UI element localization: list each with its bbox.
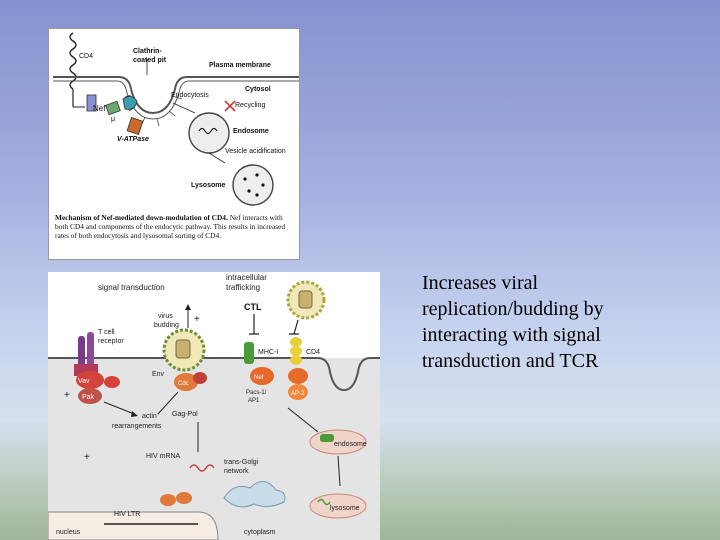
plasma-membrane-line [53,76,299,115]
cd4-protein [290,337,302,365]
caption-title: Mechanism of Nef-mediated down-modulatio… [55,213,228,222]
nef-protein-2 [174,373,198,391]
mhc1-label: MHC-I [258,349,278,356]
lysosome-label: lysosome [330,505,360,512]
nef-cd4-diagram-panel: CD4 Clathrin- coated pit Plasma membrane… [48,28,300,260]
signal-transduction-label: signal transduction [98,283,165,292]
ctl-label: CTL [244,302,262,312]
nef-cd4-diagram: CD4 Clathrin- coated pit Plasma membrane… [53,32,299,206]
cd4-label: CD4 [306,349,320,356]
vesicle-acidification-label: Vesicle acidification [225,148,286,155]
ap1-label: AP1 [248,398,260,404]
recycling-blocked-icon [224,100,236,112]
gag-pol-label: Gag-Pol [172,411,198,418]
pak-protein [78,388,102,404]
nef-signaling-diagram: signal transduction intracellular traffi… [48,273,380,540]
lysosome-particles [243,173,265,197]
ap2-protein [288,384,308,400]
trafficking-label: trafficking [226,283,260,292]
lysosome-circle [232,164,274,206]
endosome-label: Endosome [233,128,269,135]
pak-label: Pak [82,394,95,401]
ap2-nef-protein [288,368,308,384]
endocytosis-label: Endocytosis [171,92,209,99]
vatpase-label: V-ATPase [117,136,149,143]
budding-label: budding [154,322,179,329]
cdc-label: Cdc [178,381,189,387]
t-cell-label: T cell [98,329,115,336]
cd4-tail-box [86,94,97,112]
nucleus-label: nucleus [56,529,81,536]
receptor-label: receptor [98,338,124,345]
nef-signaling-diagram-panel: signal transduction intracellular traffi… [48,272,380,540]
hiv-ltr-label: HIV LTR [114,511,140,518]
nef-protein-1 [104,376,120,388]
nef-protein [105,100,121,116]
t-cell-receptor [74,332,98,376]
intracellular-label: intracellular [226,273,267,282]
rearrangements-label: rearrangements [112,423,162,430]
hiv-mrna-label: HIV mRNA [146,453,181,460]
figure-caption: Mechanism of Nef-mediated down-modulatio… [55,213,297,241]
trans-golgi-label: trans-Golgi [224,459,259,466]
pacs-protein [250,367,274,385]
clathrin-label: Clathrin- coated pit [133,48,167,64]
plasma-membrane-label: Plasma membrane [209,62,271,69]
cd4-coil [69,32,77,90]
lysosome [309,493,367,519]
trans-golgi-network [223,481,286,508]
nef-label-1: Nef [254,375,264,381]
cell-membrane [48,357,380,392]
clathrin-label-text: Clathrin- [133,48,162,55]
lysosome-label: Lysosome [191,182,225,189]
vav-label: Vav [78,378,90,385]
cd4-label: CD4 [79,53,93,60]
slide-body-text: Increases viral replication/budding by i… [422,272,604,372]
pacs-label: Pacs-1/ [246,390,267,396]
vatpase-protein [126,116,144,136]
clathrin-label-line-2: coated pit [133,57,167,64]
budding-plus-label: + [194,314,200,325]
actin-label: actin [142,413,157,420]
recycling-label: Recycling [235,102,265,109]
mhc1-protein [244,342,254,364]
transcription-factor-2 [176,492,192,504]
virus-label: virus [158,313,173,320]
network-label: network [224,468,249,475]
hiv-mrna-strand [189,464,215,472]
cytosol-label: Cytosol [245,86,271,93]
transcription-factor-1 [160,494,176,506]
env-label: Env [152,371,165,378]
cytoplasm-label: cytoplasm [244,529,276,536]
caption-text: Nef interacts with both CD4 and componen… [55,213,286,241]
mu-adaptor [122,96,138,110]
nef-label: Nef [93,104,106,113]
endosome-label: endosome [334,441,367,448]
mu-label: μ [111,116,115,123]
plus-sign-1: + [64,390,70,401]
vav-protein [76,371,104,389]
plus-sign-2: + [84,452,90,463]
ap2-label: AP-2 [291,391,305,397]
